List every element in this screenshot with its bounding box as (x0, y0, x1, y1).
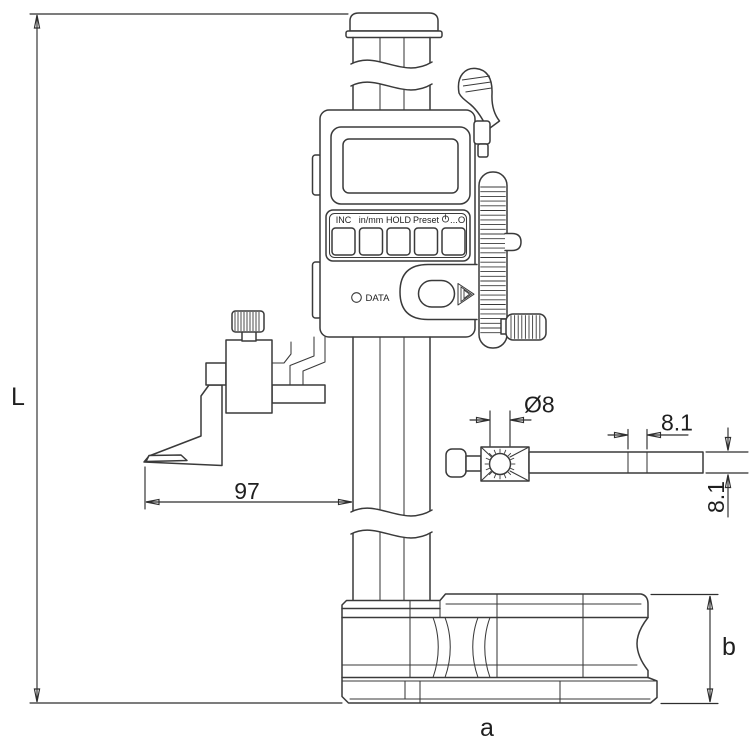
base (341, 593, 658, 704)
display-housing: INC in/mm HOLD Preset ...O DATA (311, 109, 478, 338)
scriber-blade (145, 454, 188, 463)
clamp-lever (457, 67, 501, 158)
break-line (350, 81, 433, 91)
thumb-roller (399, 263, 478, 321)
break-line (350, 507, 433, 517)
dim-overall-height: L (11, 13, 349, 704)
button-inc (331, 227, 356, 256)
button-inc-label: INC (336, 215, 352, 225)
dim-a-label: a (480, 714, 494, 742)
power-icon (441, 214, 450, 223)
clamp-body (225, 339, 273, 414)
dim-probe-tip-length: 8.1 (607, 410, 693, 450)
button-power-label: ...O (450, 215, 465, 226)
probe-boss-rays (484, 448, 516, 480)
probe-detail (445, 446, 704, 482)
button-inmm-label: in/mm (359, 215, 384, 225)
dim-scriber-reach: 97 (144, 466, 353, 510)
button-hold (386, 227, 411, 256)
dim-base-length: a (480, 714, 494, 742)
data-led (351, 292, 362, 303)
roller-direction-icon (457, 282, 475, 306)
handwheel-tab (504, 232, 522, 252)
thumbscrew-knurling (234, 312, 260, 331)
break-line (350, 529, 433, 539)
button-inmm (358, 227, 384, 256)
dim-base-height: b (650, 593, 736, 705)
lcd-screen (342, 138, 459, 194)
button-preset-label: Preset (413, 215, 440, 225)
button-power (441, 227, 466, 256)
data-indicator: DATA (351, 292, 391, 304)
probe-clamp-knob (445, 448, 467, 478)
clamp-arm (271, 384, 326, 404)
beam-column-lower (350, 336, 433, 602)
lcd-bezel (330, 126, 471, 205)
scriber-clamp-assembly (143, 310, 326, 467)
dim-tip-height-label: 8.1 (703, 481, 729, 513)
beam-column-upper (350, 36, 433, 111)
break-line (350, 59, 433, 69)
data-label: DATA (366, 293, 391, 304)
probe-rod (528, 451, 704, 474)
column-top-cap (345, 12, 443, 39)
dim-L-label: L (11, 383, 25, 411)
dim-tip-length-label: 8.1 (661, 410, 693, 436)
button-preset (413, 227, 439, 256)
clamp-bar (205, 362, 227, 386)
dim-97-label: 97 (234, 478, 260, 504)
fine-adjust-knob (500, 313, 547, 341)
scriber-jaw (143, 384, 223, 467)
fine-knob-knurling (510, 315, 541, 339)
probe-boss (488, 452, 512, 476)
button-panel: INC in/mm HOLD Preset ...O (325, 209, 471, 262)
dim-dia8-label: Ø8 (524, 392, 555, 418)
dim-probe-tip-height: 8.1 (703, 427, 749, 518)
dimensions: L 97 Ø8 8.1 (11, 13, 749, 742)
button-hold-label: HOLD (386, 215, 412, 225)
dim-probe-diameter: Ø8 (469, 392, 555, 447)
dim-b-label: b (722, 633, 736, 661)
